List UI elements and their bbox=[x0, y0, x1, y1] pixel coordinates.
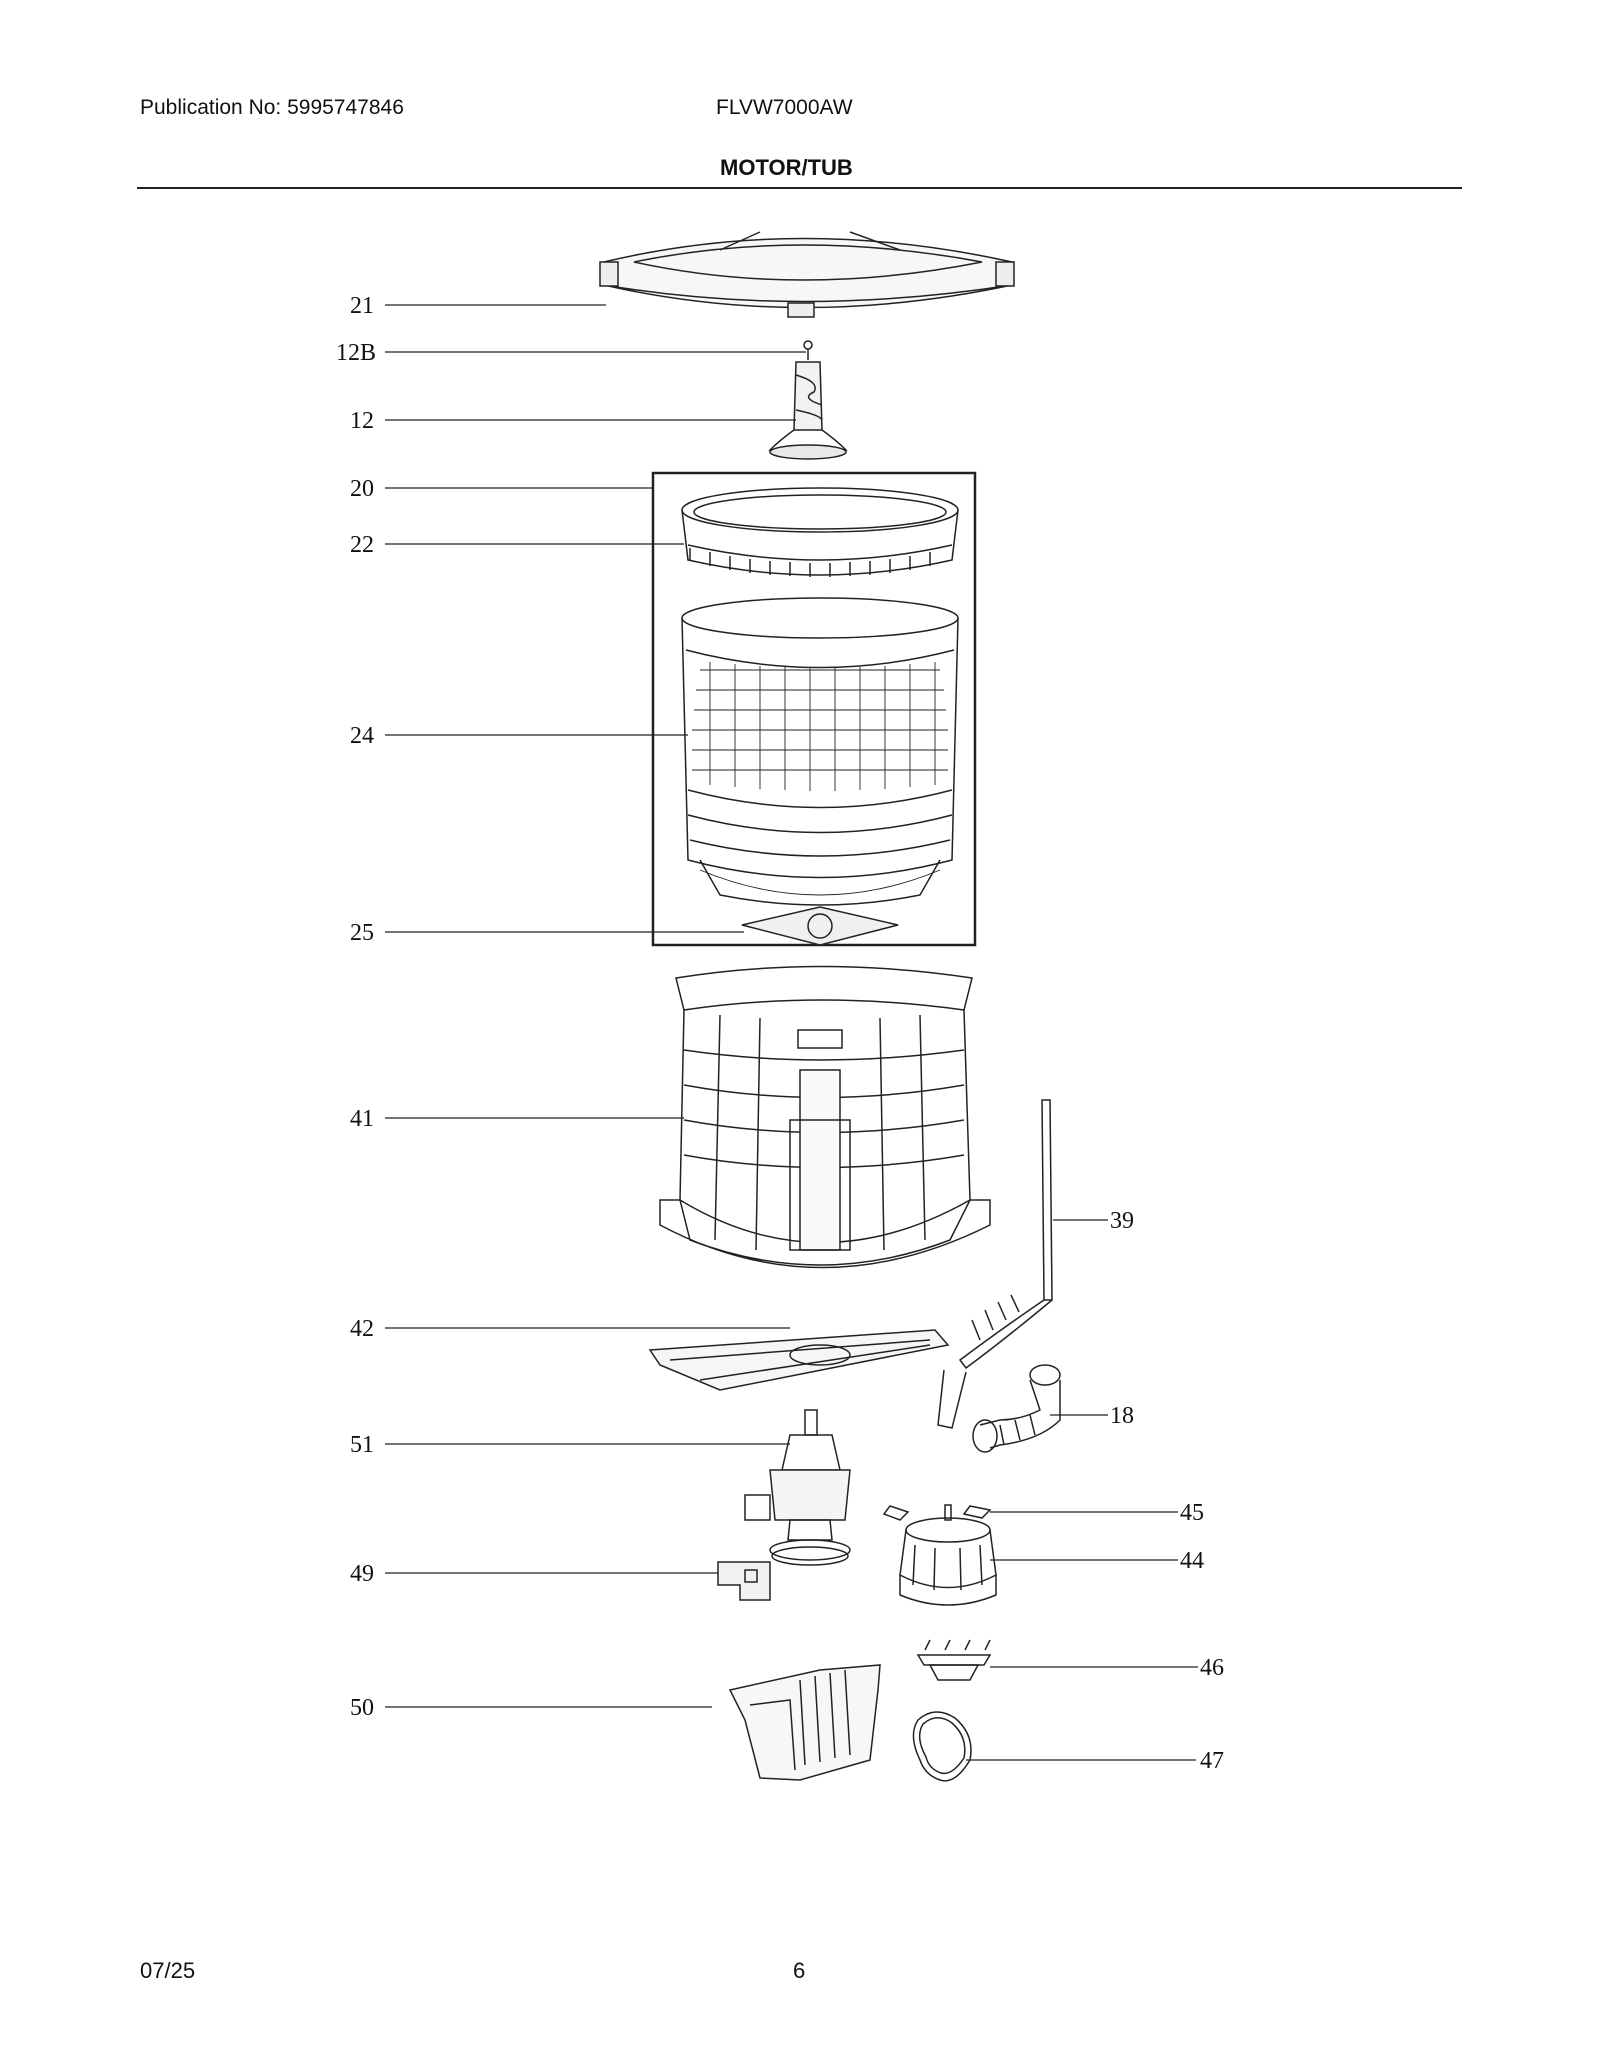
tub-ring-drawing bbox=[599, 231, 1015, 318]
ref-label-44: 44 bbox=[1180, 1548, 1204, 1574]
wash-basket-drawing bbox=[681, 597, 959, 906]
drain-hose-drawing bbox=[972, 1364, 1061, 1453]
drive-belt-drawing bbox=[912, 1711, 972, 1782]
ref-label-47: 47 bbox=[1200, 1748, 1224, 1774]
ref-label-20: 20 bbox=[350, 476, 374, 502]
model-number: FLVW7000AW bbox=[716, 96, 853, 119]
motor-pulley-drawing bbox=[916, 1639, 992, 1681]
ref-label-12b: 12B bbox=[336, 340, 376, 366]
drive-motor-drawing bbox=[899, 1504, 997, 1606]
header-rule bbox=[137, 187, 1462, 189]
ref-label-18: 18 bbox=[1110, 1403, 1134, 1429]
publication-number: Publication No: 5995747846 bbox=[140, 96, 404, 119]
ref-label-12: 12 bbox=[350, 408, 374, 434]
shift-actuator-drawing bbox=[717, 1561, 771, 1601]
basket-hub-drawing bbox=[741, 906, 899, 946]
ref-label-24: 24 bbox=[350, 723, 374, 749]
ref-label-45: 45 bbox=[1180, 1500, 1204, 1526]
drive-assembly-drawing bbox=[744, 1409, 851, 1566]
ref-label-49: 49 bbox=[350, 1561, 374, 1587]
leader-lines bbox=[385, 304, 1198, 1761]
pressure-tube-drawing bbox=[937, 1099, 1053, 1429]
basket-assembly-box bbox=[651, 471, 977, 947]
page-title: MOTOR/TUB bbox=[720, 155, 853, 180]
balance-ring-drawing bbox=[681, 487, 959, 577]
tub-base-plate-drawing bbox=[648, 1329, 950, 1391]
motor-bracket-drawing bbox=[728, 1664, 881, 1781]
ref-label-21: 21 bbox=[350, 293, 374, 319]
page-number: 6 bbox=[793, 1958, 806, 1983]
outer-tub-drawing bbox=[659, 965, 991, 1269]
ref-label-25: 25 bbox=[350, 920, 374, 946]
ref-label-42: 42 bbox=[350, 1316, 374, 1342]
ref-label-46: 46 bbox=[1200, 1655, 1224, 1681]
agitator-drawing bbox=[768, 361, 848, 460]
agitator-bolt-drawing bbox=[803, 340, 813, 360]
ref-label-41: 41 bbox=[350, 1106, 374, 1132]
motor-clips-drawing bbox=[882, 1505, 992, 1521]
ref-label-51: 51 bbox=[350, 1432, 374, 1458]
ref-label-22: 22 bbox=[350, 532, 374, 558]
ref-label-39: 39 bbox=[1110, 1208, 1134, 1234]
footer-date: 07/25 bbox=[140, 1958, 196, 1983]
ref-label-50: 50 bbox=[350, 1695, 374, 1721]
